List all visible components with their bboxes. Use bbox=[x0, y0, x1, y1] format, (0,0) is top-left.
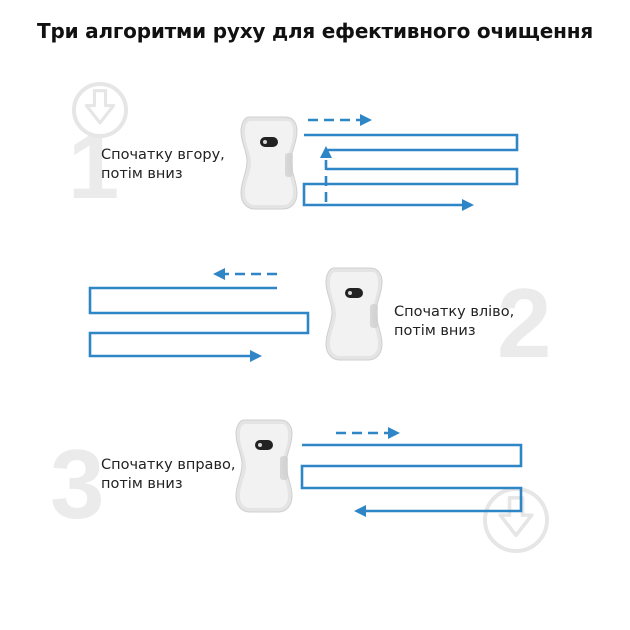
watermark-number-3: 3 bbox=[50, 429, 105, 539]
robot-step-2 bbox=[325, 267, 383, 361]
watermark-number-2: 2 bbox=[497, 268, 552, 378]
page-title: Три алгоритми руху для ефективного очище… bbox=[37, 19, 593, 43]
path-step-2 bbox=[88, 268, 310, 362]
caption-step-1: Спочатку вгору, потім вниз bbox=[101, 146, 225, 184]
path-step-1 bbox=[302, 114, 519, 211]
caption-step-1-line-2: потім вниз bbox=[101, 166, 183, 182]
caption-step-3-line-1: Спочатку вправо, bbox=[101, 457, 236, 473]
caption-step-2-line-2: потім вниз bbox=[394, 323, 476, 339]
caption-step-2-line-1: Спочатку вліво, bbox=[394, 304, 515, 320]
robot-step-1 bbox=[240, 116, 298, 210]
download-arrow-icon bbox=[483, 487, 549, 553]
caption-step-3: Спочатку вправо, потім вниз bbox=[101, 456, 235, 494]
path-step-3 bbox=[300, 427, 523, 517]
svg-text:2: 2 bbox=[497, 268, 552, 378]
svg-text:3: 3 bbox=[50, 429, 105, 539]
caption-step-3-line-2: потім вниз bbox=[101, 476, 183, 492]
download-arrow-icon bbox=[72, 82, 128, 138]
caption-step-2: Спочатку вліво, потім вниз bbox=[394, 303, 514, 341]
robot-step-3 bbox=[235, 419, 293, 513]
caption-step-1-line-1: Спочатку вгору, bbox=[101, 147, 225, 163]
